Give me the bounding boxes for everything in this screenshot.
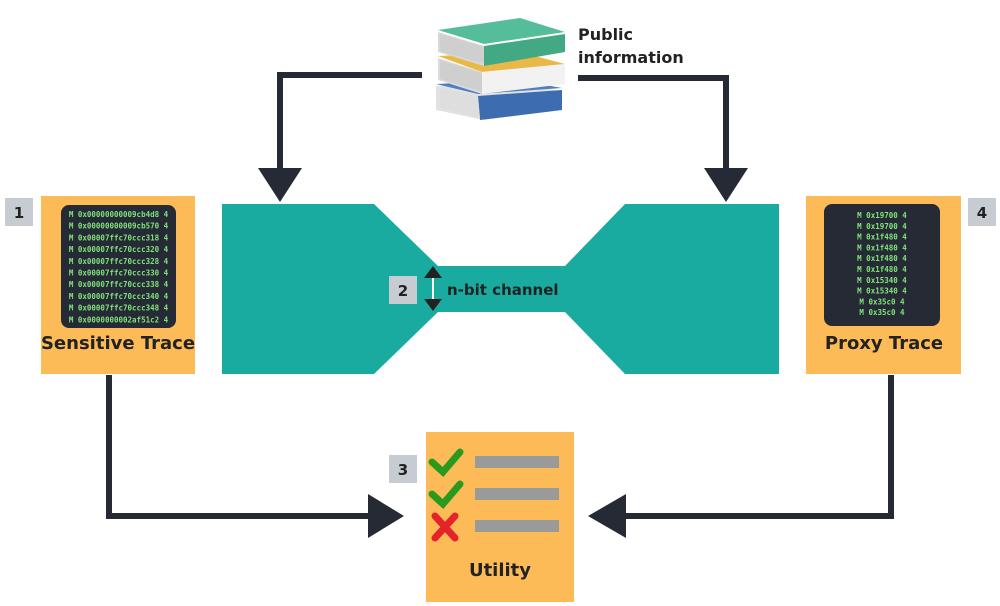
utility-item-bar [475,520,559,532]
trace-line: M 0x1f480 4 [857,265,907,274]
trace-line: M 0x0000000002af51c2 4 [69,315,169,324]
trace-line: M 0x00000000009cb4d8 4 [69,210,169,219]
arrow-left-icon [588,494,626,538]
arrow-down-left-icon [258,168,302,202]
step-3-badge [389,455,417,483]
proxy-trace-lines: M 0x19700 4M 0x19700 4M 0x1f480 4M 0x1f4… [857,211,907,317]
trace-line: M 0x00007ffc70ccc330 4 [69,269,169,278]
utility-title: Utility [469,560,531,581]
step-4-number: 4 [977,204,987,222]
public-to-encoder-line [277,72,422,172]
check-icon [428,480,464,510]
arrow-down-right-icon [704,168,748,202]
public-info-line2: information [578,48,684,67]
cross-icon [431,512,459,542]
utility-checklist [428,448,559,542]
check-icon [428,448,464,478]
books-stack-icon [436,18,565,120]
double-arrow-icon [424,266,442,311]
trace-line: M 0x35c0 4 [859,308,905,317]
arrow-right-icon [368,494,404,538]
connectors [106,72,894,519]
step-1-number: 1 [14,204,24,222]
sensitive-to-utility-line [106,375,372,519]
step-4-badge [968,198,996,226]
trace-line: M 0x1f480 4 [857,254,907,263]
trace-line: M 0x15340 4 [857,287,907,296]
step-2-number: 2 [398,282,408,300]
trace-line: M 0x1f480 4 [857,233,907,242]
proxy-trace-terminal [824,204,940,326]
trace-line: M 0x15340 4 [857,276,907,285]
step-2-badge [389,276,417,304]
trace-line: M 0x00007ffc70ccc328 4 [69,257,169,266]
step-3-number: 3 [398,461,408,479]
trace-line: M 0x19700 4 [857,222,907,231]
trace-line: M 0x00007ffc70ccc320 4 [69,245,169,254]
channel-label: n-bit channel [447,281,559,299]
encoder-channel-decoder-shape [222,204,779,374]
public-info-line1: Public [578,25,633,44]
sensitive-trace-lines: M 0x00000000009cb4d8 4 M 0x00000000009cb5… [69,210,169,324]
trace-line: M 0x19700 4 [857,211,907,220]
utility-item-bar [475,488,559,500]
trace-line: M 0x00007ffc70ccc348 4 [69,304,169,313]
trace-line: M 0x00007ffc70ccc318 4 [69,233,169,242]
trace-line: M 0x35c0 4 [859,297,905,306]
public-to-decoder-line [578,75,729,172]
sensitive-trace-title: Sensitive Trace [41,333,195,354]
proxy-trace-title: Proxy Trace [825,333,943,354]
trace-line: M 0x00007ffc70ccc340 4 [69,292,169,301]
sensitive-trace-terminal [61,205,176,328]
step-1-badge [5,198,33,226]
trace-line: M 0x00000000009cb570 4 [69,222,169,231]
proxy-to-utility-line [622,375,894,519]
utility-item-bar [475,456,559,468]
trace-line: M 0x00007ffc70ccc338 4 [69,280,169,289]
trace-line: M 0x1f480 4 [857,243,907,252]
